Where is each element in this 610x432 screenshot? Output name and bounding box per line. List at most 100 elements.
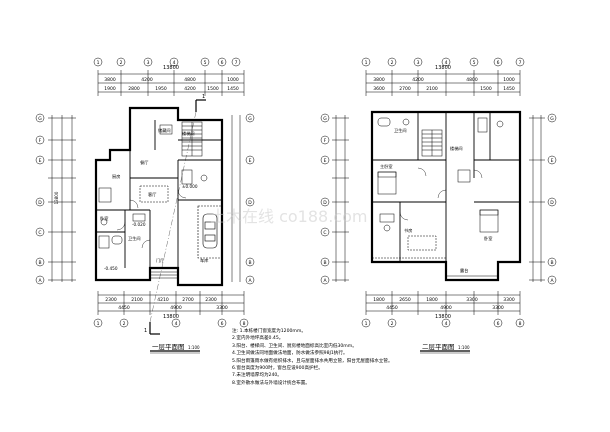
left-col-mark: 4 — [173, 60, 176, 66]
room-label: 书房 — [404, 227, 412, 234]
right-row-mark: E — [551, 158, 554, 164]
right-row-mark: B — [550, 260, 553, 266]
room-label: 车库 — [200, 257, 208, 264]
right-col-mark: 8 — [519, 321, 522, 327]
right-col-mark: 2 — [391, 60, 394, 66]
level-mark: -0.020 — [132, 222, 146, 227]
left-top-dim-inner: 1500 — [207, 86, 219, 92]
left-col-mark: 8 — [243, 321, 246, 327]
right-bottom-total: 13800 — [435, 314, 451, 320]
left-bottom-dim: 4900 — [170, 305, 182, 311]
left-bottom-total: 13800 — [163, 314, 179, 320]
level-mark: -0.450 — [104, 266, 118, 271]
right-row-mark: G — [550, 116, 554, 122]
left-top-dim-inner: 1450 — [227, 86, 239, 92]
left-bottom-dim-inner: 2700 — [182, 297, 194, 303]
right-row-mark: E — [324, 158, 327, 164]
room-label: 卫生间 — [394, 127, 407, 134]
left-row-mark: D — [38, 200, 42, 206]
right-row-mark: C — [323, 230, 326, 236]
room-label: 卧室 — [100, 215, 108, 222]
left-top-dim: 1000 — [227, 77, 239, 83]
left-row-mark: F — [39, 138, 42, 144]
left-row-mark: E — [39, 158, 42, 164]
left-top-dim: 4200 — [141, 77, 153, 83]
note-line: 8.室外散水做法与外墙设计统合布置。 — [232, 380, 310, 386]
right-col-mark: 3 — [417, 60, 420, 66]
note-line: 7.未注明墙厚均为240。 — [232, 373, 282, 379]
room-label: 楼梯间 — [450, 145, 463, 152]
left-top-dim-inner: 1900 — [104, 86, 116, 92]
left-col-mark: 4 — [175, 321, 178, 327]
left-top-dim-inner: 4200 — [184, 86, 196, 92]
right-col-mark: 1 — [365, 321, 368, 327]
right-top-dim-inner: 2700 — [399, 86, 411, 92]
plan-scale-left: 1:100 — [188, 345, 200, 350]
right-top-dim: 1000 — [503, 77, 515, 83]
left-top-dim: 4800 — [184, 77, 196, 83]
left-row-mark: A — [248, 278, 252, 284]
right-bottom-dim-inner: 3300 — [503, 297, 515, 303]
right-bottom-dim: 3300 — [492, 305, 504, 311]
right-col-mark: 5 — [473, 60, 476, 66]
right-bottom-dim-inner: 3300 — [466, 297, 478, 303]
right-row-mark: F — [324, 138, 327, 144]
right-row-mark: A — [323, 278, 327, 284]
right-top-dim-inner: 2100 — [426, 86, 438, 92]
room-label: 主卧室 — [380, 163, 393, 170]
left-top-dim-inner: 2800 — [128, 86, 140, 92]
room-label: 楼梯间 — [182, 130, 195, 137]
left-row-mark: A — [38, 278, 42, 284]
left-col-mark: 5 — [204, 60, 207, 66]
right-col-mark: 1 — [365, 60, 368, 66]
left-col-mark: 1 — [97, 321, 100, 327]
room-label: 露台 — [460, 267, 468, 274]
right-row-mark: D — [323, 200, 327, 206]
left-total-width: 13800 — [163, 65, 179, 71]
plan-scale-right: 1:100 — [458, 345, 470, 350]
room-label: 餐厅 — [140, 159, 148, 166]
watermark: 土木在线 co188.com — [210, 207, 367, 226]
room-label: 储藏间 — [158, 127, 171, 134]
left-col-mark: 3 — [147, 60, 150, 66]
right-col-mark: 4 — [445, 60, 448, 66]
left-col-mark: 7 — [235, 60, 238, 66]
left-col-mark: 6 — [221, 60, 224, 66]
right-bottom-dim-inner: 1800 — [373, 297, 385, 303]
right-total-width: 13800 — [435, 65, 451, 71]
room-label: 门厅 — [156, 257, 164, 264]
right-col-mark: 7 — [519, 60, 522, 66]
left-col-mark: 6 — [221, 321, 224, 327]
plan-title-right: 二层平面图 — [422, 343, 455, 351]
left-bottom-dim-inner: 2100 — [131, 297, 143, 303]
left-side-dim: 13800 — [54, 191, 59, 204]
left-top-dim: 3800 — [104, 77, 116, 83]
left-bottom-dim-inner: 2300 — [105, 297, 117, 303]
section-mark: 1 — [202, 94, 205, 100]
right-top-dim: 4800 — [466, 77, 478, 83]
left-row-mark: B — [248, 260, 251, 266]
left-top-dim-inner: 1950 — [155, 86, 167, 92]
left-row-mark: B — [38, 260, 41, 266]
left-bottom-dim-inner: 4210 — [157, 297, 169, 303]
plan-title-left: 一层平面图 — [152, 343, 185, 351]
right-top-dim-inner: 3600 — [373, 86, 385, 92]
right-bottom-dim-inner: 1800 — [426, 297, 438, 303]
section-mark: 1 — [144, 328, 147, 334]
left-row-mark: G — [38, 116, 42, 122]
right-row-mark: D — [550, 200, 554, 206]
right-top-dim: 3800 — [373, 77, 385, 83]
room-label: 客厅 — [148, 191, 156, 198]
right-col-mark: 2 — [391, 321, 394, 327]
note-line: 注: 1.本栋楼门窗宽度为1200mm。 — [232, 329, 306, 334]
right-top-dim-inner: 1500 — [480, 86, 492, 92]
right-bottom-dim: 4900 — [440, 305, 452, 311]
design-notes: 注: 1.本栋楼门窗宽度为1200mm。 2.室内外地坪高差0.45。 3.阳台… — [232, 328, 472, 387]
right-col-mark: 6 — [497, 321, 500, 327]
right-top-dim-inner: 1450 — [503, 86, 515, 92]
note-line: 3.阳台、楼梯间、卫生间、厨房楼地面标高比室内低30mm。 — [232, 343, 357, 349]
note-line: 5.阳台雨篷雨水做有组织排水，且与屋面排水共用立管，阳台无屋面排水立管。 — [232, 358, 393, 364]
room-label: 卫生间 — [128, 235, 141, 242]
